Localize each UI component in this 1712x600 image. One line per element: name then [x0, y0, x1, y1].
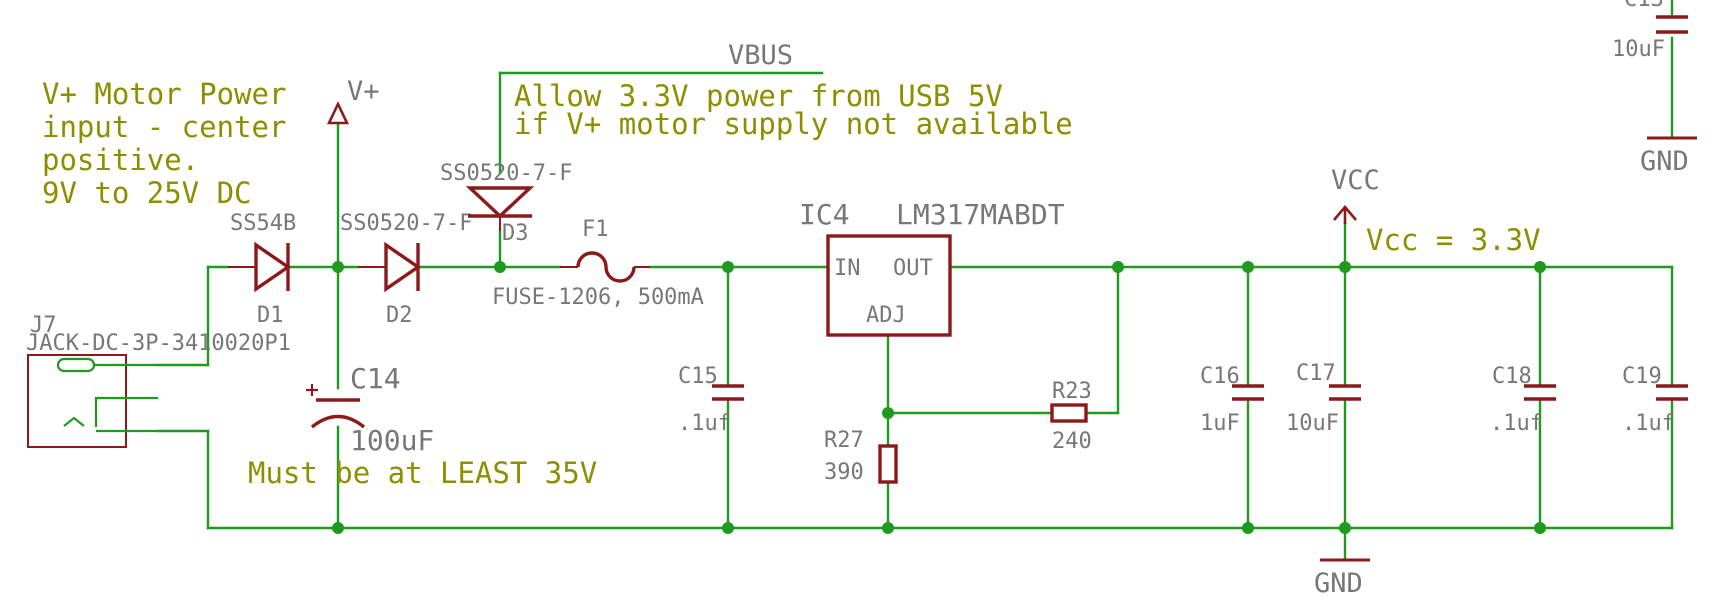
gnd-symbol-bottom: GND	[1314, 558, 1370, 599]
ic4-pin-in: IN	[834, 256, 861, 281]
junction-dot	[1112, 261, 1124, 273]
motor-power-note-line-2: input - center	[42, 110, 286, 144]
motor-power-note-line-1: V+ Motor Power	[42, 77, 286, 111]
capacitor-c14: C14 100uF	[306, 362, 434, 457]
d3-ref: D3	[502, 221, 529, 246]
vplus-label: V+	[347, 76, 380, 107]
junction-dot	[882, 522, 894, 534]
vcc-supply-symbol: VCC	[1331, 165, 1380, 224]
d1-value: SS54B	[230, 211, 296, 236]
junction-dot	[722, 522, 734, 534]
regulator-ic4: IC4 LM317MABDT IN OUT ADJ	[799, 198, 1065, 337]
c18-value: .1uf	[1490, 411, 1543, 436]
capacitor-c18: C18 .1uf	[1490, 364, 1556, 436]
c19-value: .1uf	[1622, 411, 1675, 436]
d1-ref: D1	[257, 303, 284, 328]
c16-value: 1uF	[1200, 411, 1240, 436]
c18-ref: C18	[1492, 364, 1532, 389]
c14-value: 100uF	[350, 424, 434, 457]
junction-dot	[332, 522, 344, 534]
motor-power-note-line-4: 9V to 25V DC	[42, 176, 252, 210]
ic4-pin-adj: ADJ	[866, 303, 906, 328]
capacitor-c19: C19 .1uf	[1622, 364, 1688, 436]
usb-note: Allow 3.3V power from USB 5V if V+ motor…	[514, 79, 1073, 141]
c14-ref: C14	[350, 362, 401, 395]
fuse-f1: F1 FUSE-1206, 500mA	[492, 217, 704, 310]
junction-dot	[1242, 522, 1254, 534]
dc-jack-j7: J7 JACK-DC-3P-3410020P1	[26, 313, 291, 448]
junction-dot	[332, 261, 344, 273]
vcc-label: VCC	[1331, 165, 1380, 196]
capacitor-c13: C13 10uF	[1612, 0, 1688, 62]
gnd-bottom-label: GND	[1314, 568, 1363, 599]
diode-d3: SS0520-7-F D3	[440, 161, 572, 246]
diode-d2: SS0520-7-F D2	[340, 211, 472, 328]
capacitor-c17: C17 10uF	[1286, 361, 1361, 436]
r23-ref: R23	[1052, 379, 1092, 404]
r27-value: 390	[824, 460, 864, 485]
d2-ref: D2	[386, 303, 413, 328]
resistor-r27: R27 390	[824, 428, 898, 485]
usb-note-line-2: if V+ motor supply not available	[514, 107, 1073, 141]
f1-ref: F1	[582, 217, 609, 242]
c15-value: .1uf	[678, 411, 731, 436]
ic4-value: LM317MABDT	[896, 198, 1065, 231]
junctions	[332, 261, 1546, 534]
usb-note-line-1: Allow 3.3V power from USB 5V	[514, 79, 1003, 113]
gnd-top-label: GND	[1640, 146, 1689, 177]
junction-dot	[494, 261, 506, 273]
c13-ref: C13	[1624, 0, 1664, 12]
capacitor-c16: C16 1uF	[1200, 364, 1264, 436]
f1-value: FUSE-1206, 500mA	[492, 285, 704, 310]
c19-ref: C19	[1622, 364, 1662, 389]
capacitor-c15: C15 .1uf	[678, 364, 744, 436]
d2-value: SS0520-7-F	[340, 211, 472, 236]
r27-ref: R27	[824, 428, 864, 453]
c13-value: 10uF	[1612, 37, 1665, 62]
diode-d1: SS54B D1	[228, 211, 296, 328]
c17-ref: C17	[1296, 361, 1336, 386]
junction-dot	[1242, 261, 1254, 273]
c14-warning-note: Must be at LEAST 35V	[248, 456, 597, 490]
junction-dot	[1339, 522, 1351, 534]
ic4-ref: IC4	[799, 198, 850, 231]
junction-dot	[882, 407, 894, 419]
ic4-pin-out: OUT	[893, 256, 933, 281]
junction-dot	[722, 261, 734, 273]
c16-ref: C16	[1200, 364, 1240, 389]
vbus-label: VBUS	[728, 40, 793, 71]
vbus-net-label: VBUS	[728, 40, 793, 71]
c15-ref: C15	[678, 364, 718, 389]
resistor-r23: R23 240	[1050, 379, 1092, 454]
motor-power-note-line-3: positive.	[42, 143, 199, 177]
d3-value: SS0520-7-F	[440, 161, 572, 186]
motor-power-note: V+ Motor Power input - center positive. …	[42, 77, 286, 210]
gnd-symbol-top: GND	[1640, 136, 1697, 177]
junction-dot	[1534, 522, 1546, 534]
junction-dot	[1534, 261, 1546, 273]
j7-value: JACK-DC-3P-3410020P1	[26, 331, 291, 356]
j7-ref: J7	[30, 313, 57, 338]
vcc-value-note: Vcc = 3.3V	[1366, 223, 1541, 257]
c17-value: 10uF	[1286, 411, 1339, 436]
junction-dot	[1339, 261, 1351, 273]
r23-value: 240	[1052, 429, 1092, 454]
vplus-supply-symbol: V+	[326, 76, 380, 125]
